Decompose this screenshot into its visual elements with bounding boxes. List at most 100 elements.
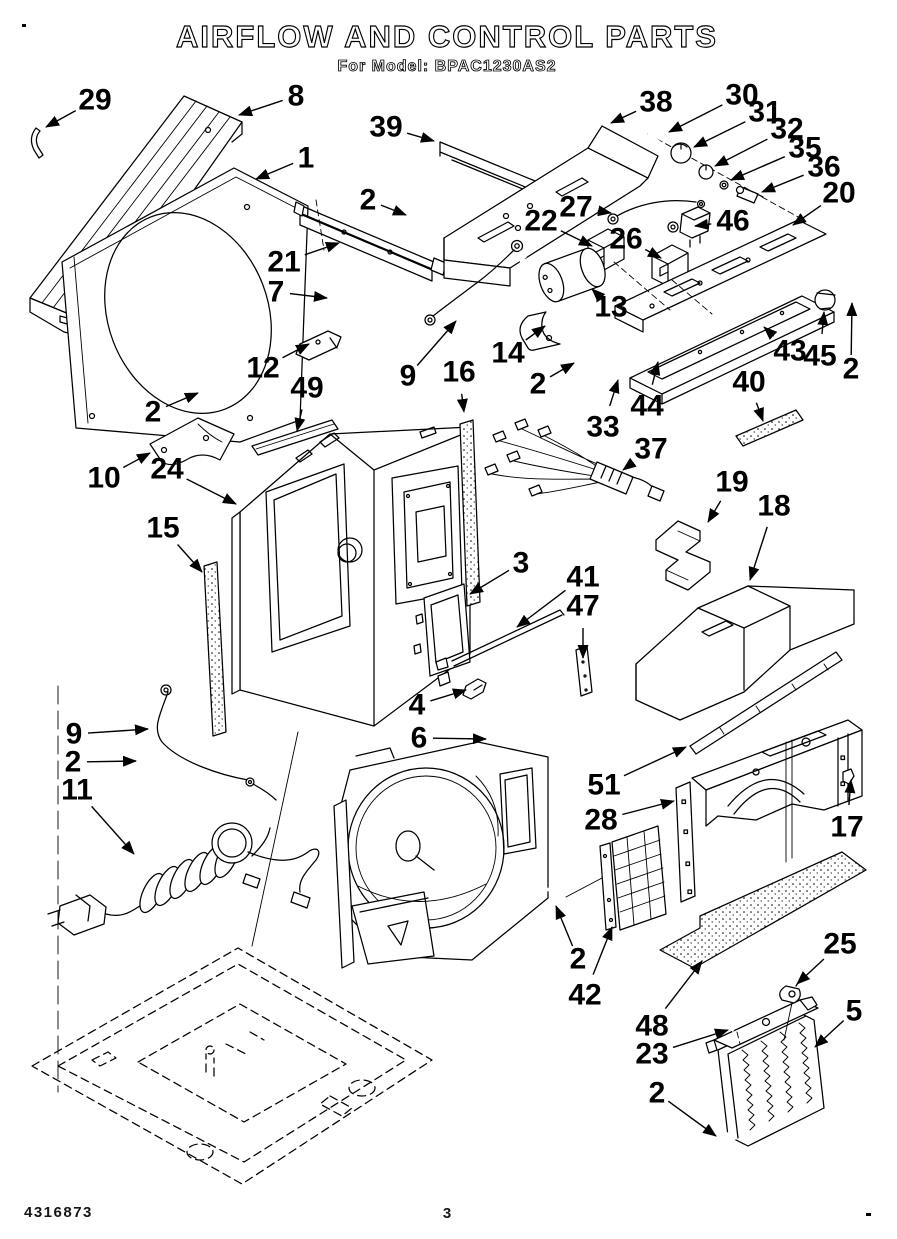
part-number-label: 10 [87,462,120,495]
retainer-clip [462,678,487,700]
part-number-label: 40 [732,366,765,399]
part-number-label: 49 [290,372,323,405]
part-number-label: 12 [246,352,279,385]
part-number-label: 39 [369,111,402,144]
callout-39-2: 39 [369,111,435,144]
leader-arrow [694,218,712,230]
leader-arrow [304,242,340,256]
callout-35-7: 35 [730,132,822,181]
leader-arrow [122,452,151,469]
callout-26-16: 26 [609,223,662,259]
leader-arrow [380,204,407,216]
wiring-harness [484,418,665,502]
callout-2-30: 2 [145,392,199,429]
screw-icon [142,749,168,773]
callout-48-51: 48 [635,960,703,1043]
callout-3-38: 3 [469,547,530,595]
capacitor [538,247,606,303]
part-number-label: 9 [400,360,417,393]
part-number-label: 20 [822,177,855,210]
leader-arrow [294,409,306,432]
part-number-label: 9 [66,718,83,751]
part-number-label: 17 [830,811,863,844]
leader-arrow [796,958,825,985]
leader-arrow [45,109,77,128]
callout-17-48: 17 [830,779,864,844]
part-number-label: 22 [524,205,557,238]
part-number-label: 8 [288,80,305,113]
callout-21-12: 21 [267,242,340,279]
base-pan-reference [31,947,433,1185]
callout-37-34: 37 [622,433,668,471]
part-number-label: 29 [78,84,111,117]
leader-arrow [623,746,687,777]
leader-arrow [238,99,283,117]
callout-36-8: 36 [761,151,841,193]
callout-9-24: 9 [400,320,457,393]
page-title: AIRFLOW AND CONTROL PARTS [176,19,718,54]
callout-27-13: 27 [559,191,612,224]
electric-heater [705,996,825,1147]
part-number-label: 7 [268,276,285,309]
part-number-label: 14 [491,337,525,370]
callout-22-14: 22 [524,205,593,247]
part-number-label: 2 [360,184,377,217]
part-number-label: 16 [442,356,475,389]
callout-7-18: 7 [268,276,328,309]
doc-number: 4316873 [24,1204,93,1221]
leader-arrow [87,724,149,736]
leader-arrow [432,733,487,745]
leader-arrow [289,291,328,302]
leader-arrow [814,1019,845,1048]
leader-arrow [255,162,294,180]
leader-arrow [730,156,786,181]
leader-arrow [456,393,468,413]
print-artifact [22,24,26,27]
callout-29-0: 29 [45,84,112,128]
part-number-label: 15 [146,512,179,545]
part-number-label: 41 [566,561,599,594]
callout-2-26: 2 [530,362,575,401]
part-number-label: 35 [788,132,821,165]
axis-line [315,199,325,251]
callout-43-20: 43 [763,326,807,368]
leader-arrow [549,362,575,378]
control-chassis-bracket [443,125,659,287]
leader-arrow [610,110,637,124]
ground-wire-lower [156,684,277,801]
part-number-label: 30 [725,79,758,112]
part-number-label: 2 [145,396,162,429]
callout-42-50: 42 [568,926,613,1012]
part-number-label: 46 [716,205,749,238]
support-brace [293,201,447,282]
page-number: 3 [443,1205,451,1222]
leader-arrow [649,361,661,385]
callout-20-9: 20 [792,177,856,226]
leader-arrow [846,302,858,356]
callout-41-39: 41 [516,561,600,628]
callout-33-27: 33 [586,379,620,444]
callout-2-55: 2 [649,1077,717,1137]
part-number-label: 19 [715,466,748,499]
part-number-label: 6 [411,722,428,755]
part-number-label: 2 [570,943,587,976]
leader-arrow [761,174,804,193]
leader-arrow [672,1028,729,1049]
leader-arrow [763,326,778,340]
leader-arrow [177,544,203,573]
part-number-label: 5 [846,995,863,1028]
control-panel-bracket [614,219,827,333]
callout-14-19: 14 [491,325,546,370]
leader-arrow [844,779,856,806]
axis-line [251,731,603,947]
part-number-label: 43 [773,335,806,368]
mounting-frame [413,583,471,687]
part-number-label: 3 [513,547,530,580]
capacitor-strap [519,311,561,351]
mounting-clip [30,127,44,159]
leader-arrow [644,246,662,259]
part-number-label: 27 [559,191,592,224]
ground-wire-top [510,199,706,278]
leader-arrow [525,325,546,341]
